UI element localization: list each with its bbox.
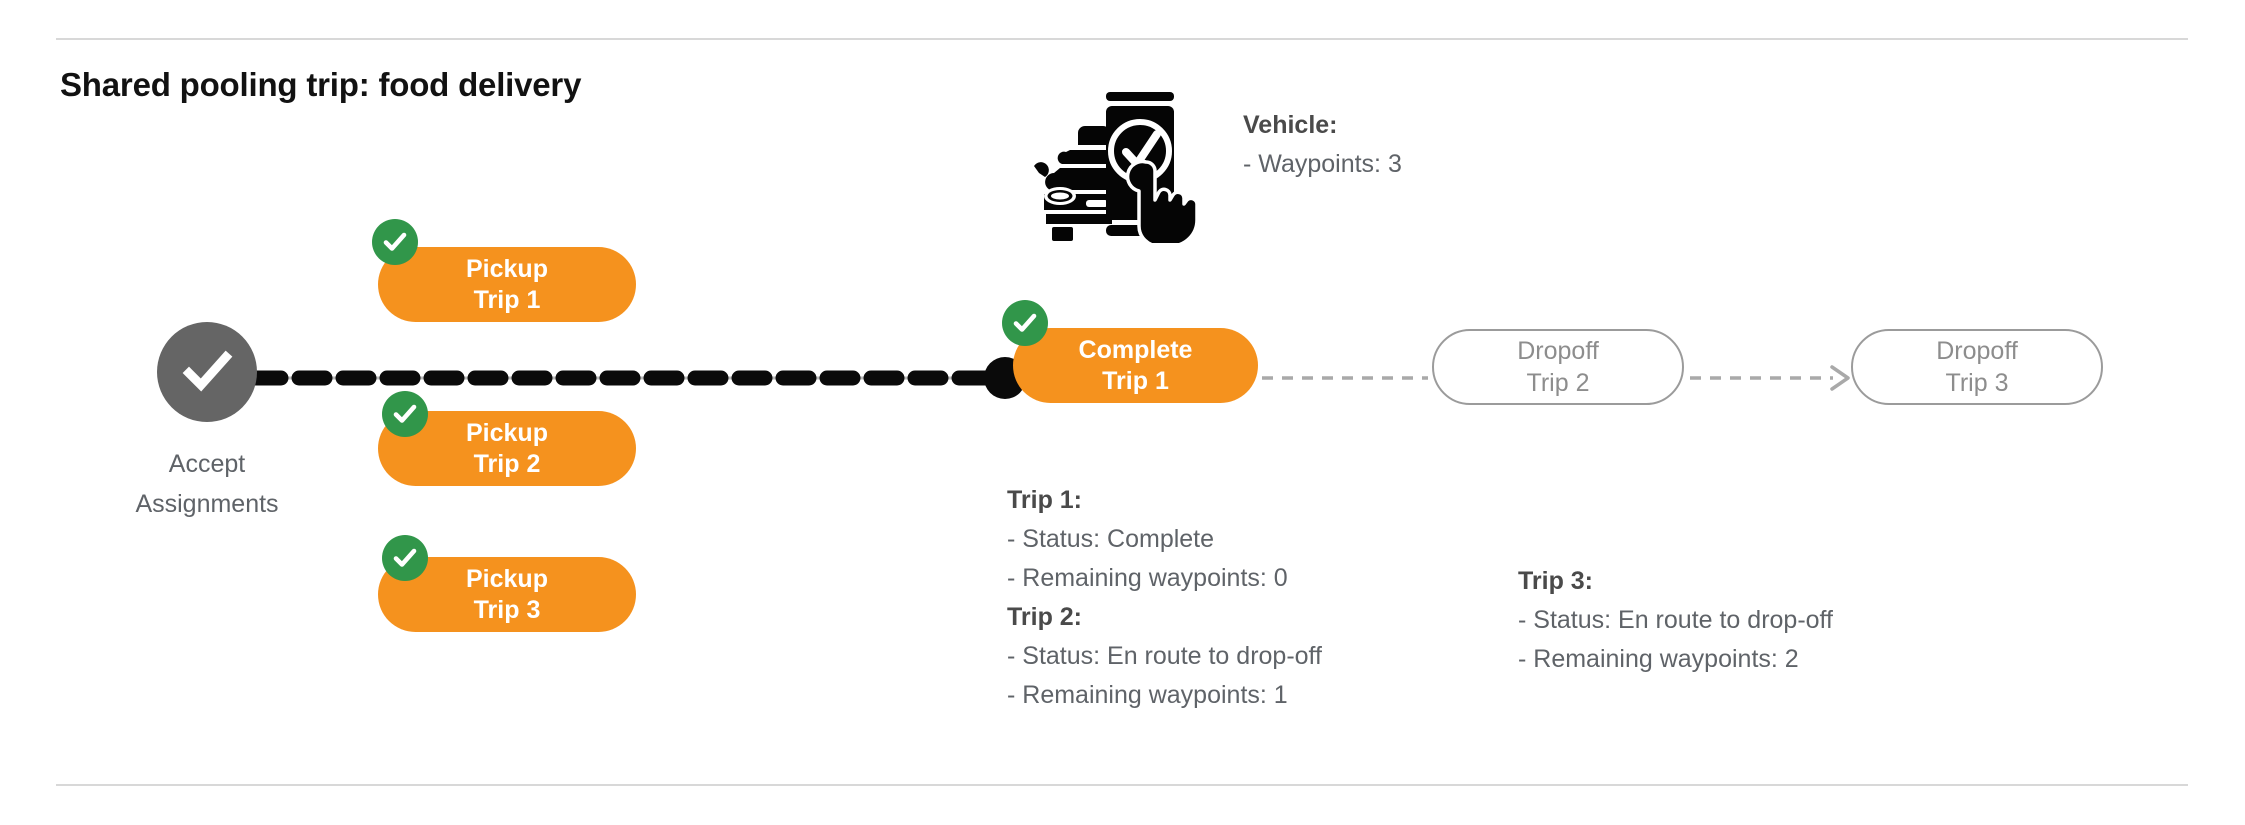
arrowhead-icon <box>1830 365 1850 391</box>
page-title: Shared pooling trip: food delivery <box>60 66 582 103</box>
check-badge-icon <box>1013 313 1037 332</box>
accept-circle <box>157 322 257 422</box>
bottom-divider <box>56 784 2188 786</box>
pickup-trip-1-node[interactable]: Pickup Trip 1 <box>378 247 636 322</box>
trip-2-heading: Trip 2: <box>1007 603 1083 631</box>
dropoff-trip-2-node[interactable]: Dropoff Trip 2 <box>1432 329 1684 405</box>
check-badge-icon <box>393 404 417 423</box>
dropoff-trip-3-node[interactable]: Dropoff Trip 3 <box>1851 329 2103 405</box>
dropoff-trip-3-line1: Dropoff <box>1936 337 2018 365</box>
trip-3-status: - Status: En route to drop-off <box>1518 606 1833 634</box>
dropoff-trip-3-line2: Trip 3 <box>1945 369 2009 397</box>
trip-1-2-info-block: Trip 1: - Status: Complete - Remaining w… <box>1007 481 1322 715</box>
trip-2-remaining: - Remaining waypoints: 1 <box>1007 681 1288 709</box>
trip-2-status: - Status: En route to drop-off <box>1007 642 1322 670</box>
pickup-trip-1-line2: Trip 1 <box>473 285 541 314</box>
trip-1-status: - Status: Complete <box>1007 525 1215 553</box>
pickup-trip-3-line2: Trip 3 <box>473 595 541 624</box>
check-badge-icon <box>383 232 407 251</box>
complete-trip-1-line1: Complete <box>1078 335 1193 364</box>
top-divider <box>56 38 2188 40</box>
accept-label-line1: Accept <box>168 450 246 478</box>
pickup-trip-3-badge <box>382 535 428 581</box>
dropoff-trip-2-line1: Dropoff <box>1517 337 1599 365</box>
accept-label-line2: Assignments <box>135 490 279 518</box>
pickup-trip-2-line1: Pickup <box>466 418 548 447</box>
complete-trip-1-node[interactable]: Complete Trip 1 <box>1013 328 1258 403</box>
vehicle-waypoints: - Waypoints: 3 <box>1243 150 1402 178</box>
complete-trip-1-line2: Trip 1 <box>1102 366 1169 395</box>
complete-trip-1-badge <box>1002 300 1048 346</box>
car-phone-check-icon <box>1034 92 1199 243</box>
check-circle-icon <box>182 350 233 392</box>
accept-assignments-label: Accept Assignments <box>97 444 317 524</box>
vehicle-heading: Vehicle: <box>1243 111 1338 139</box>
trip-3-remaining: - Remaining waypoints: 2 <box>1518 645 1799 673</box>
trip-1-heading: Trip 1: <box>1007 486 1083 514</box>
dropoff-trip-2-line2: Trip 2 <box>1526 369 1590 397</box>
pickup-trip-2-line2: Trip 2 <box>473 449 541 478</box>
pickup-trip-1-line1: Pickup <box>466 254 548 283</box>
trip-1-remaining: - Remaining waypoints: 0 <box>1007 564 1288 592</box>
trip-3-info-block: Trip 3: - Status: En route to drop-off -… <box>1518 562 1833 679</box>
pickup-trip-3-line1: Pickup <box>466 564 548 593</box>
vehicle-info-block: Vehicle: - Waypoints: 3 <box>1243 106 1402 184</box>
check-badge-icon <box>393 548 417 567</box>
trip-3-heading: Trip 3: <box>1518 567 1594 595</box>
pickup-trip-1-badge <box>372 219 418 265</box>
accept-assignments-node[interactable] <box>157 322 257 422</box>
pickup-trip-2-badge <box>382 391 428 437</box>
